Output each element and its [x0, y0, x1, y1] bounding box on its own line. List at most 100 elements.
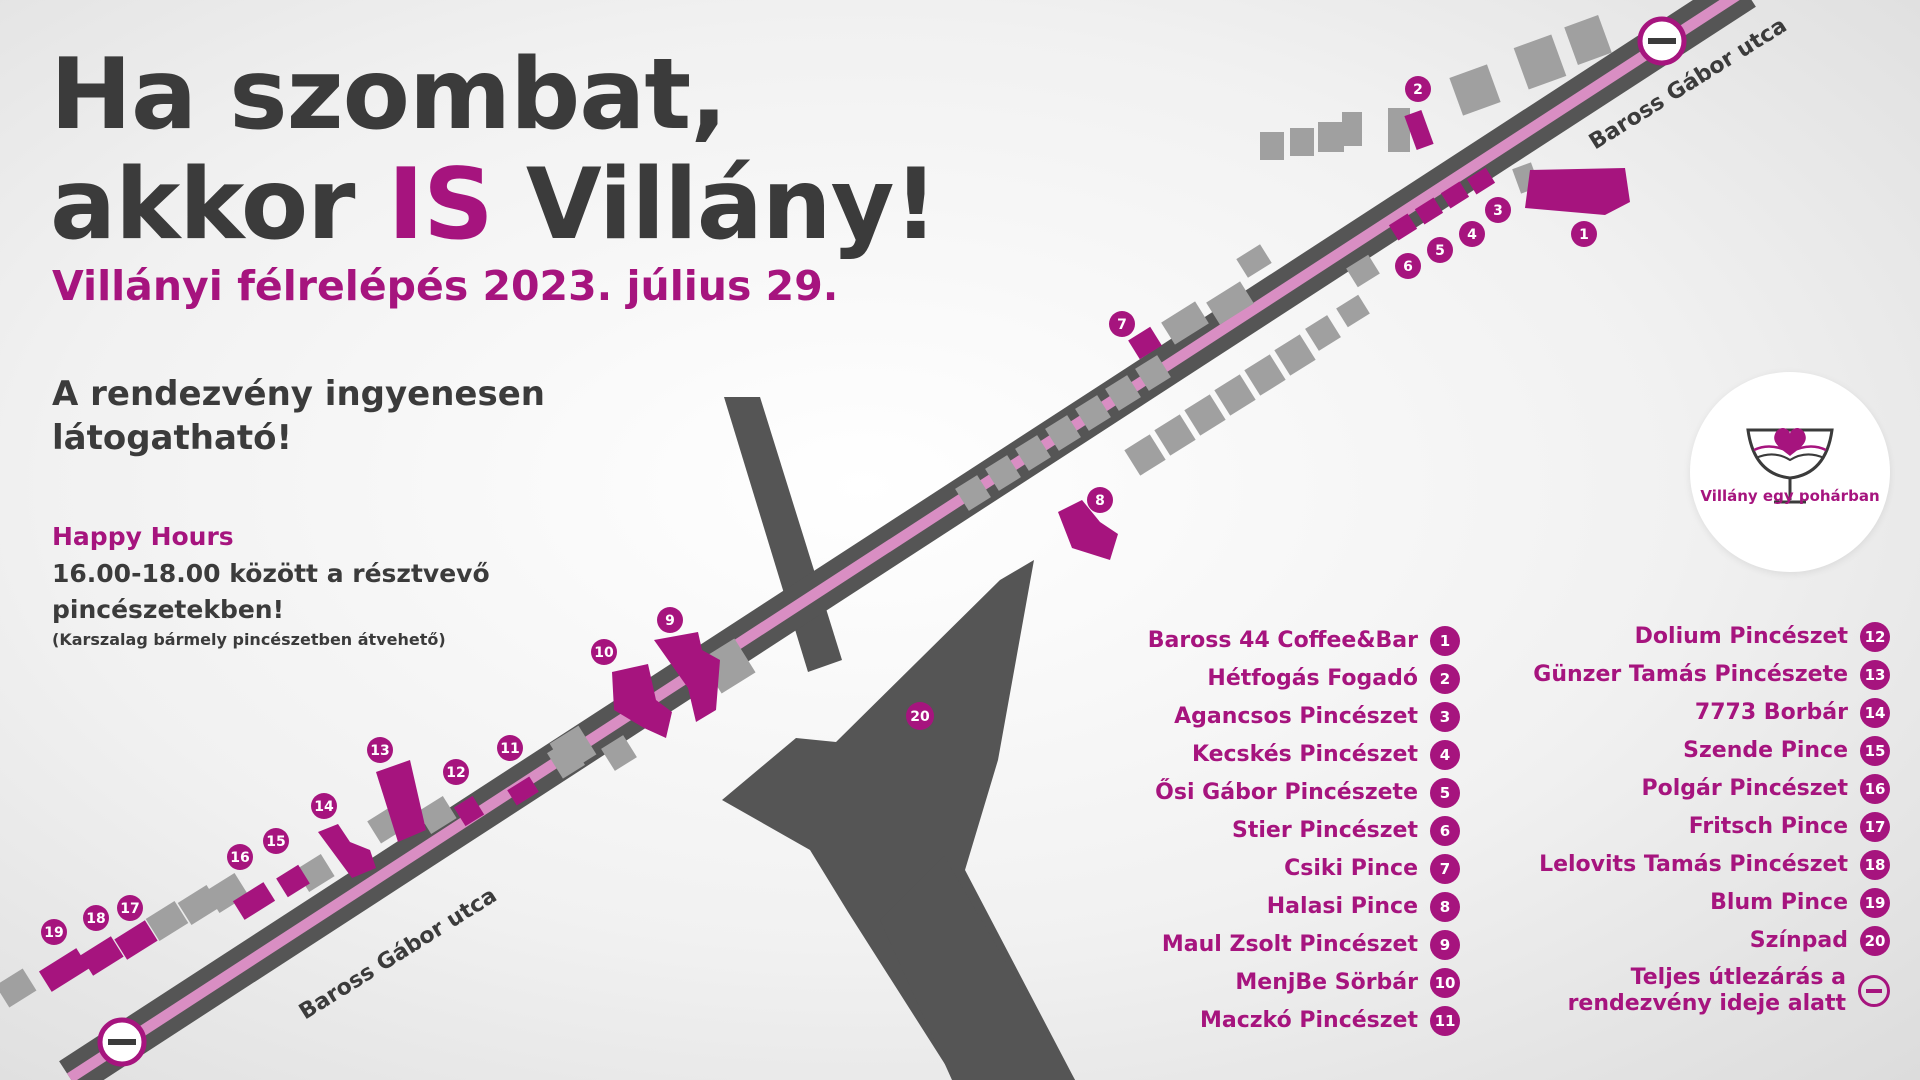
legend-item: Hétfogás Fogadó 2 — [1148, 660, 1460, 698]
legend-number-badge: 20 — [1860, 926, 1890, 956]
legend-venue-name: Günzer Tamás Pincészete — [1533, 662, 1848, 687]
legend-venue-name: Csiki Pince — [1284, 856, 1418, 881]
svg-text:7: 7 — [1117, 317, 1127, 333]
legend-venue-name: Halasi Pince — [1266, 894, 1418, 919]
legend-venue-name: Blum Pince — [1710, 890, 1848, 915]
legend-venue-name: Lelovits Tamás Pincészet — [1539, 852, 1848, 877]
legend-item: Színpad 20 — [1516, 922, 1890, 960]
legend-venue-name: Színpad — [1749, 928, 1848, 953]
legend-number-badge: 17 — [1860, 812, 1890, 842]
legend-item: Stier Pincészet 6 — [1148, 812, 1460, 850]
title-highlight: IS — [387, 148, 494, 262]
svg-text:9: 9 — [665, 613, 675, 629]
svg-text:18: 18 — [86, 911, 105, 927]
legend-venue-name: Ősi Gábor Pincészete — [1155, 780, 1418, 805]
svg-text:1: 1 — [1579, 227, 1589, 243]
legend-item: Agancsos Pincészet 3 — [1148, 698, 1460, 736]
svg-text:6: 6 — [1403, 259, 1413, 275]
legend-number-badge: 4 — [1430, 740, 1460, 770]
legend-item: Ősi Gábor Pincészete 5 — [1148, 774, 1460, 812]
legend-venue-name: Szende Pince — [1683, 738, 1848, 763]
page-title: Ha szombat, akkor IS Villány! — [50, 38, 938, 262]
legend-number-badge: 11 — [1430, 1006, 1460, 1036]
legend-item: Fritsch Pince 17 — [1516, 808, 1890, 846]
svg-text:16: 16 — [230, 850, 249, 866]
svg-text:5: 5 — [1435, 243, 1445, 259]
legend-item: Lelovits Tamás Pincészet 18 — [1516, 846, 1890, 884]
legend-item: 7773 Borbár 14 — [1516, 694, 1890, 732]
legend-venue-name: MenjBe Sörbár — [1235, 970, 1418, 995]
legend-item: Blum Pince 19 — [1516, 884, 1890, 922]
wine-glass-heart-icon — [1746, 428, 1834, 504]
legend-number-badge: 6 — [1430, 816, 1460, 846]
legend-venue-name: Polgár Pincészet — [1641, 776, 1848, 801]
legend-venue-name: Maul Zsolt Pincészet — [1161, 932, 1418, 957]
legend-number-badge: 1 — [1430, 626, 1460, 656]
legend-number-badge: 13 — [1860, 660, 1890, 690]
svg-text:3: 3 — [1493, 203, 1503, 219]
wristband-note: (Karszalag bármely pincészetben átvehető… — [52, 630, 446, 649]
happy-hours-text: 16.00-18.00 között a résztvevő pincészet… — [52, 559, 490, 624]
svg-text:20: 20 — [910, 709, 930, 725]
legend-number-badge: 19 — [1860, 888, 1890, 918]
venue-shapes — [38, 110, 1630, 992]
svg-text:14: 14 — [314, 799, 334, 815]
legend-item-road-closure: Teljes útlezárás a rendezvény ideje alat… — [1516, 960, 1890, 1022]
legend-number-badge: 9 — [1430, 930, 1460, 960]
legend-number-badge: 7 — [1430, 854, 1460, 884]
free-entry-text: A rendezvény ingyenesen látogatható! — [52, 374, 545, 458]
legend-item: Szende Pince 15 — [1516, 732, 1890, 770]
legend-venue-name: Fritsch Pince — [1688, 814, 1848, 839]
no-entry-icon — [97, 1017, 147, 1067]
legend-number-badge: 8 — [1430, 892, 1460, 922]
title-line-2-b: Villány! — [525, 148, 938, 262]
legend-venue-name: Hétfogás Fogadó — [1207, 666, 1418, 691]
legend-item: Csiki Pince 7 — [1148, 850, 1460, 888]
side-road-southwest — [880, 856, 1075, 1080]
svg-text:4: 4 — [1467, 227, 1477, 243]
closed-lane — [67, 0, 1740, 1080]
legend-item: MenjBe Sörbár 10 — [1148, 964, 1460, 1002]
legend-number-badge: 15 — [1860, 736, 1890, 766]
title-line-1: Ha szombat, — [50, 38, 727, 152]
legend-number-badge: 5 — [1430, 778, 1460, 808]
event-date-subtitle: Villányi félrelépés 2023. július 29. — [52, 262, 839, 310]
no-entry-icon — [1637, 16, 1687, 66]
legend-number-badge: 14 — [1860, 698, 1890, 728]
legend-closure-text: Teljes útlezárás a rendezvény ideje alat… — [1567, 965, 1846, 1016]
svg-text:10: 10 — [594, 645, 614, 661]
legend-item: Baross 44 Coffee&Bar 1 — [1148, 622, 1460, 660]
legend-number-badge: 12 — [1860, 622, 1890, 652]
svg-text:17: 17 — [120, 901, 139, 917]
no-entry-icon — [1858, 975, 1890, 1007]
svg-text:19: 19 — [44, 925, 63, 941]
logo-text: Villány egy pohárban — [1700, 487, 1880, 505]
legend-venue-name: Agancsos Pincészet — [1174, 704, 1418, 729]
legend-item: Dolium Pincészet 12 — [1516, 618, 1890, 656]
legend-number-badge: 3 — [1430, 702, 1460, 732]
legend-item: Kecskés Pincészet 4 — [1148, 736, 1460, 774]
legend-number-badge: 18 — [1860, 850, 1890, 880]
legend-item: Günzer Tamás Pincészete 13 — [1516, 656, 1890, 694]
legend-number-badge: 10 — [1430, 968, 1460, 998]
legend-item: Halasi Pince 8 — [1148, 888, 1460, 926]
legend-number-badge: 16 — [1860, 774, 1890, 804]
title-line-2-a: akkor — [50, 148, 356, 262]
svg-text:2: 2 — [1413, 82, 1423, 98]
logo: Villány egy pohárban — [1690, 372, 1890, 572]
legend-venue-name: Baross 44 Coffee&Bar — [1147, 628, 1418, 653]
map-badges: 1 2 3 4 5 6 7 8 9 10 11 12 13 14 15 16 1… — [41, 76, 1597, 945]
legend-venue-name: Kecskés Pincészet — [1191, 742, 1418, 767]
legend-number-badge: 2 — [1430, 664, 1460, 694]
legend-venue-name: Stier Pincészet — [1232, 818, 1418, 843]
svg-text:15: 15 — [266, 834, 285, 850]
svg-text:11: 11 — [500, 741, 519, 757]
legend-venue-name: Dolium Pincészet — [1634, 624, 1848, 649]
legend-item: Polgár Pincészet 16 — [1516, 770, 1890, 808]
svg-text:12: 12 — [446, 765, 465, 781]
legend-venue-name: 7773 Borbár — [1694, 700, 1848, 725]
